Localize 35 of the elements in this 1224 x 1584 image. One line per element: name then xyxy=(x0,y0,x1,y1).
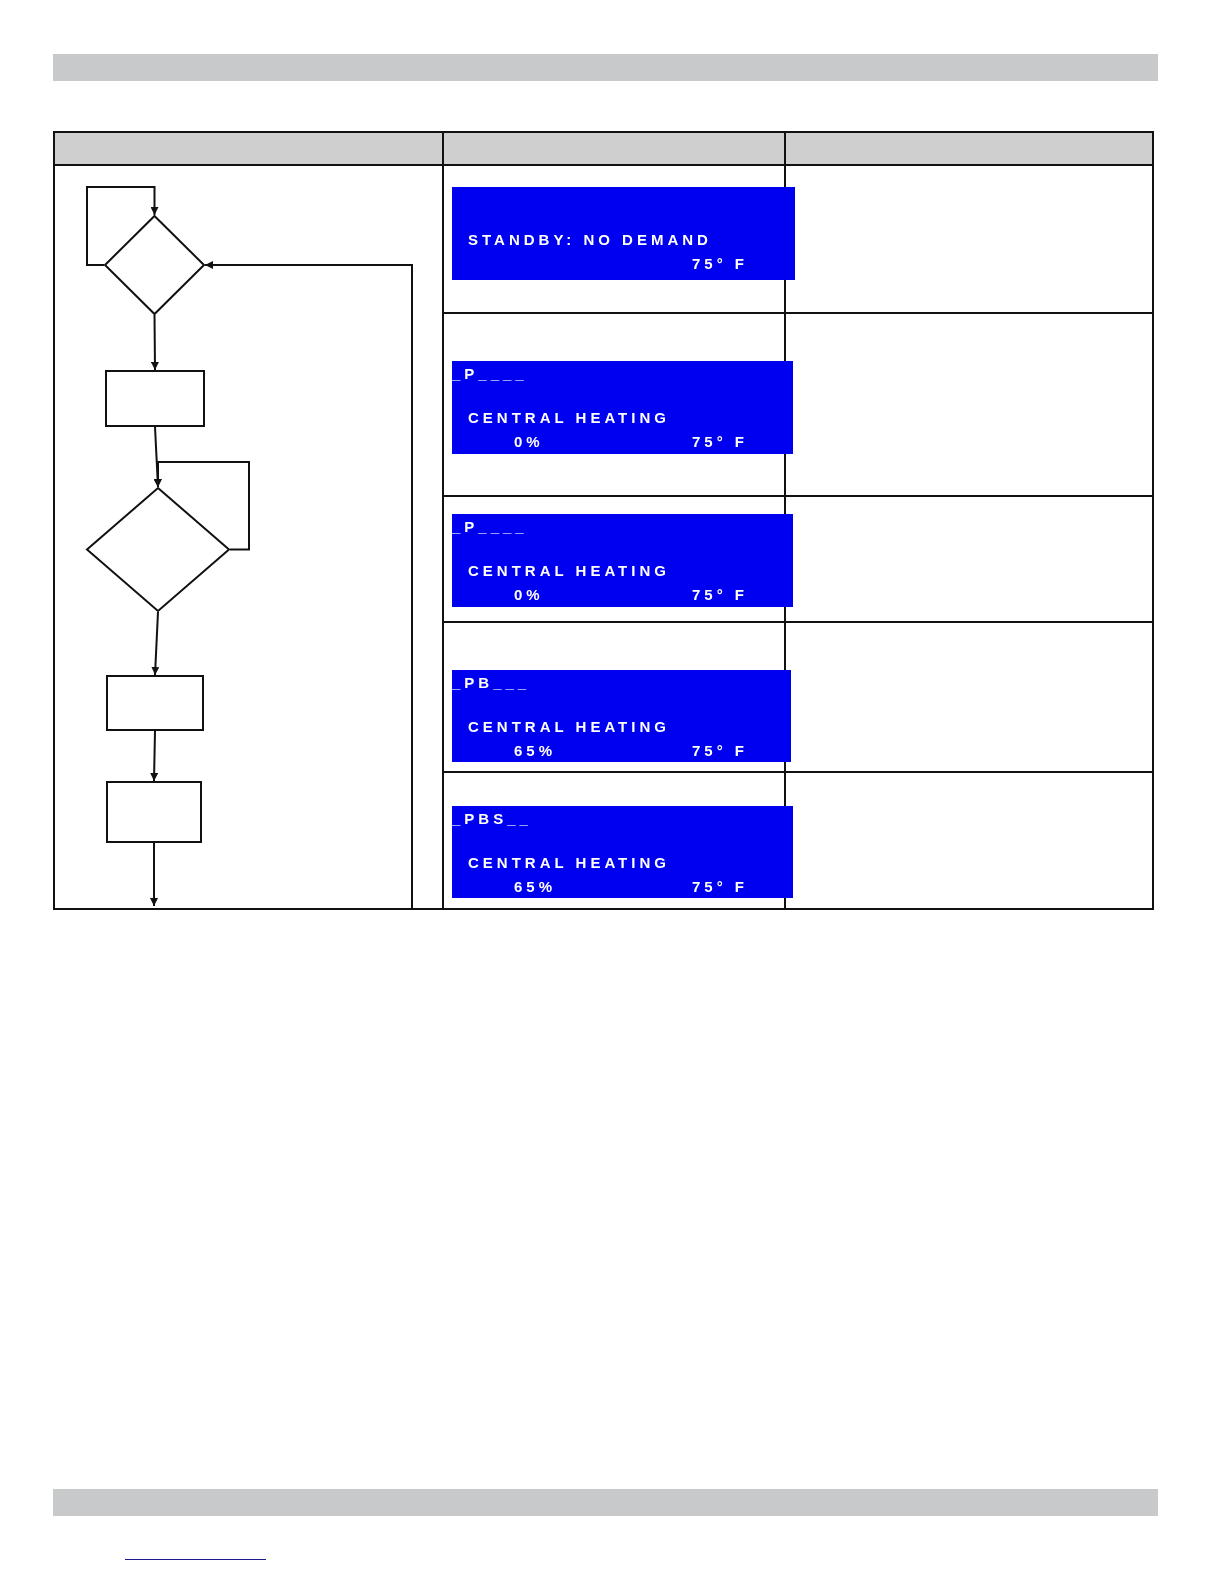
lcd-display xyxy=(452,361,793,454)
decision-diamond xyxy=(104,215,205,315)
arrow xyxy=(204,261,413,910)
lcd-display xyxy=(452,514,793,607)
display-text: CENTRAL HEATING xyxy=(468,854,670,871)
display-text: _PBS__ xyxy=(452,810,532,827)
display-text: 65% xyxy=(514,742,557,759)
lcd-display xyxy=(452,670,791,762)
arrow xyxy=(86,186,159,266)
display-text: 75° F xyxy=(692,878,748,895)
display-text: 75° F xyxy=(692,433,748,450)
display-text: 75° F xyxy=(692,742,748,759)
lcd-display xyxy=(452,806,793,898)
display-text: 75° F xyxy=(692,255,748,272)
process-box xyxy=(105,370,205,427)
lcd-display xyxy=(452,187,795,280)
arrow xyxy=(150,842,158,907)
display-text: _PB___ xyxy=(452,674,531,691)
arrow xyxy=(150,314,159,371)
display-text: 75° F xyxy=(692,586,748,603)
display-text: CENTRAL HEATING xyxy=(468,562,670,579)
display-text: _P____ xyxy=(452,365,528,382)
display-text: _P____ xyxy=(452,518,528,535)
display-text: CENTRAL HEATING xyxy=(468,409,670,426)
display-text: 0% xyxy=(514,586,544,603)
display-text: STANDBY: NO DEMAND xyxy=(468,231,712,248)
decision-diamond xyxy=(86,487,230,612)
display-text: 65% xyxy=(514,878,557,895)
arrow xyxy=(150,730,159,782)
display-text: CENTRAL HEATING xyxy=(468,718,670,735)
process-box xyxy=(106,781,202,843)
arrow xyxy=(154,461,250,551)
process-box xyxy=(106,675,204,731)
arrow xyxy=(151,611,160,676)
display-text: 0% xyxy=(514,433,544,450)
